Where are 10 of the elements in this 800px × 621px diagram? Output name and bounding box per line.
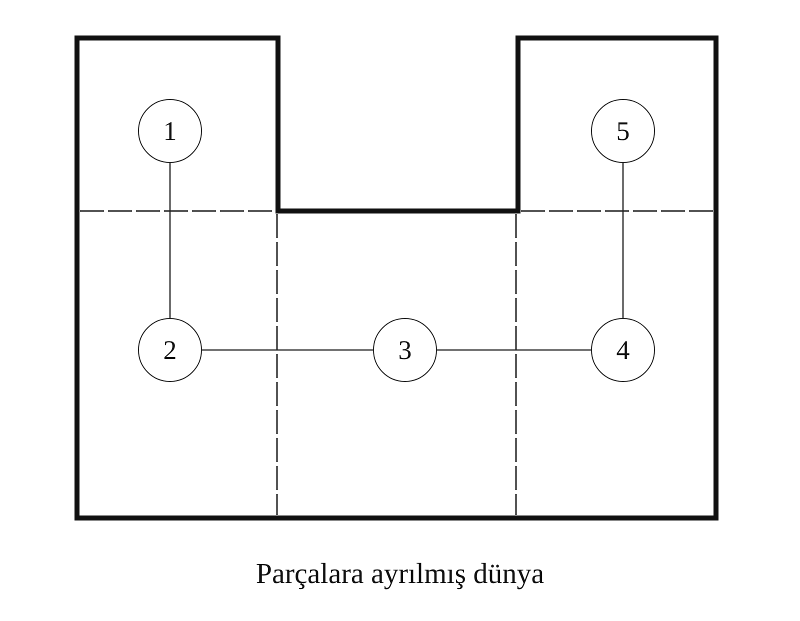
connector-line (169, 163, 171, 318)
connector-line (437, 349, 591, 351)
node-circle: 4 (591, 318, 655, 382)
node-circle: 5 (591, 99, 655, 163)
connector-line (622, 163, 624, 318)
node-circle: 2 (138, 318, 202, 382)
node-circle: 1 (138, 99, 202, 163)
figure-caption: Parçalara ayrılmış dünya (256, 558, 544, 591)
node-circle: 3 (373, 318, 437, 382)
connector-line (202, 349, 373, 351)
